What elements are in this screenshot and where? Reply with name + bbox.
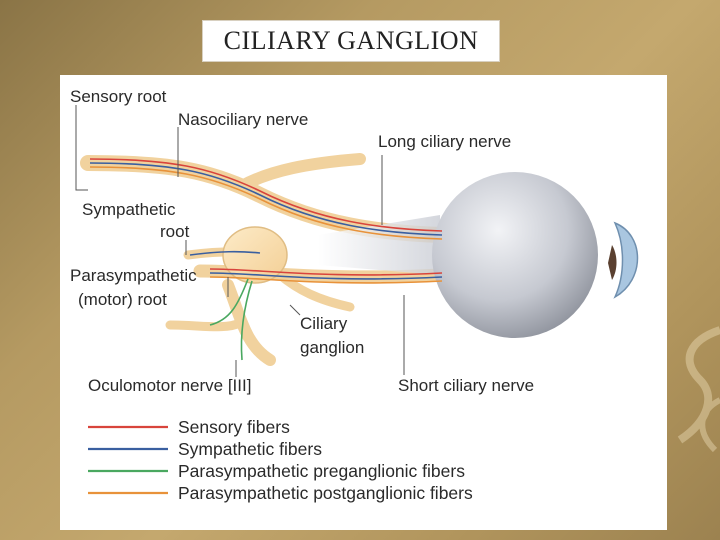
label-parasympathetic-root-line2: (motor) root <box>78 290 167 309</box>
legend-label-sensory: Sensory fibers <box>178 417 290 437</box>
label-long-ciliary-nerve: Long ciliary nerve <box>378 132 511 151</box>
label-sympathetic-root-line2: root <box>160 222 190 241</box>
label-short-ciliary-nerve: Short ciliary nerve <box>398 376 534 395</box>
label-nasociliary-nerve: Nasociliary nerve <box>178 110 308 129</box>
ciliary-ganglion <box>222 226 288 284</box>
legend-label-preganglionic: Parasympathetic preganglionic fibers <box>178 461 465 481</box>
legend-label-sympathetic: Sympathetic fibers <box>178 439 322 459</box>
label-parasympathetic-root-line1: Parasympathetic <box>70 266 197 285</box>
ciliary-ganglion-diagram: Sensory root Nasociliary nerve Long cili… <box>60 75 667 530</box>
leader-lines <box>75 105 405 377</box>
label-ciliary-ganglion-line2: ganglion <box>300 338 364 357</box>
background-swirl-decoration <box>677 326 720 453</box>
label-sensory-root: Sensory root <box>70 87 167 106</box>
fiber-lines <box>89 158 443 361</box>
legend: Sensory fibers Sympathetic fibers Parasy… <box>88 417 473 503</box>
slide-title: CILIARY GANGLION <box>202 20 500 62</box>
label-sympathetic-root-line1: Sympathetic <box>82 200 176 219</box>
eyeball <box>432 172 639 338</box>
label-oculomotor-nerve: Oculomotor nerve [III] <box>88 376 251 395</box>
legend-label-postganglionic: Parasympathetic postganglionic fibers <box>178 483 473 503</box>
label-ciliary-ganglion-line1: Ciliary <box>300 314 348 333</box>
